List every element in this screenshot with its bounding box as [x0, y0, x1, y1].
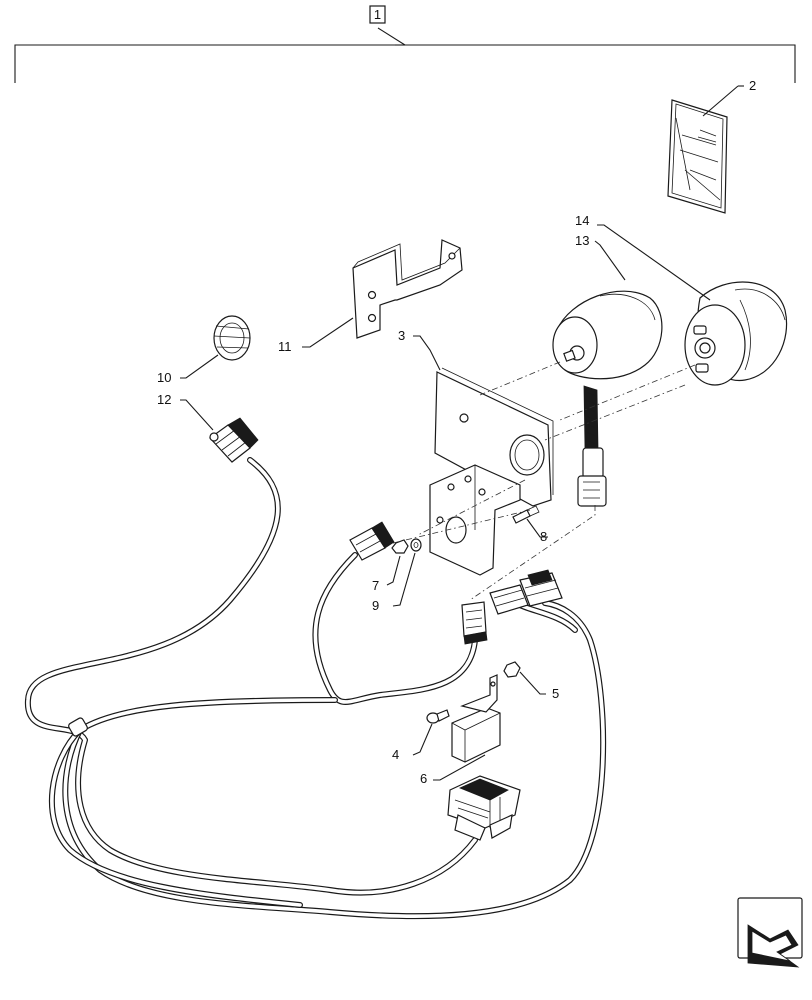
callout-14: 14 — [575, 213, 589, 228]
retaining-ring: 10 — [157, 315, 251, 385]
manual-booklet: 2 — [667, 78, 756, 214]
callout-7: 7 — [372, 578, 379, 593]
relay-socket — [447, 775, 521, 841]
previous-page-arrow-icon[interactable] — [737, 897, 803, 968]
screw: 8 — [512, 505, 548, 544]
alignment-lines — [384, 361, 696, 601]
harness-callout: 12 — [157, 392, 214, 431]
kit-bracket: 1 — [14, 5, 796, 83]
callout-4: 4 — [392, 747, 399, 762]
callout-6: 6 — [420, 771, 427, 786]
callout-1: 1 — [374, 7, 381, 22]
sender-unit: 13 — [552, 233, 663, 507]
bracket: 11 — [278, 239, 463, 354]
connector-lower — [461, 601, 488, 645]
callout-10: 10 — [157, 370, 171, 385]
callout-13: 13 — [575, 233, 589, 248]
callout-3: 3 — [398, 328, 405, 343]
callout-2: 2 — [749, 78, 756, 93]
connector-top — [209, 417, 259, 463]
nut-and-washer: 7 9 — [372, 538, 422, 613]
relay-bolt: 4 — [392, 709, 450, 762]
relay: 6 — [420, 674, 501, 786]
callout-8: 8 — [540, 529, 547, 544]
gauge: 14 — [575, 213, 788, 386]
callout-9: 9 — [372, 598, 379, 613]
harness-connectors — [209, 417, 563, 841]
connector-right — [489, 569, 563, 615]
relay-nut: 5 — [503, 661, 559, 701]
callout-12: 12 — [157, 392, 171, 407]
callout-5: 5 — [552, 686, 559, 701]
connector-mid — [349, 521, 395, 561]
wiring-harness — [24, 457, 607, 920]
callout-11: 11 — [278, 339, 292, 354]
mounting-plate: 3 — [398, 328, 554, 576]
